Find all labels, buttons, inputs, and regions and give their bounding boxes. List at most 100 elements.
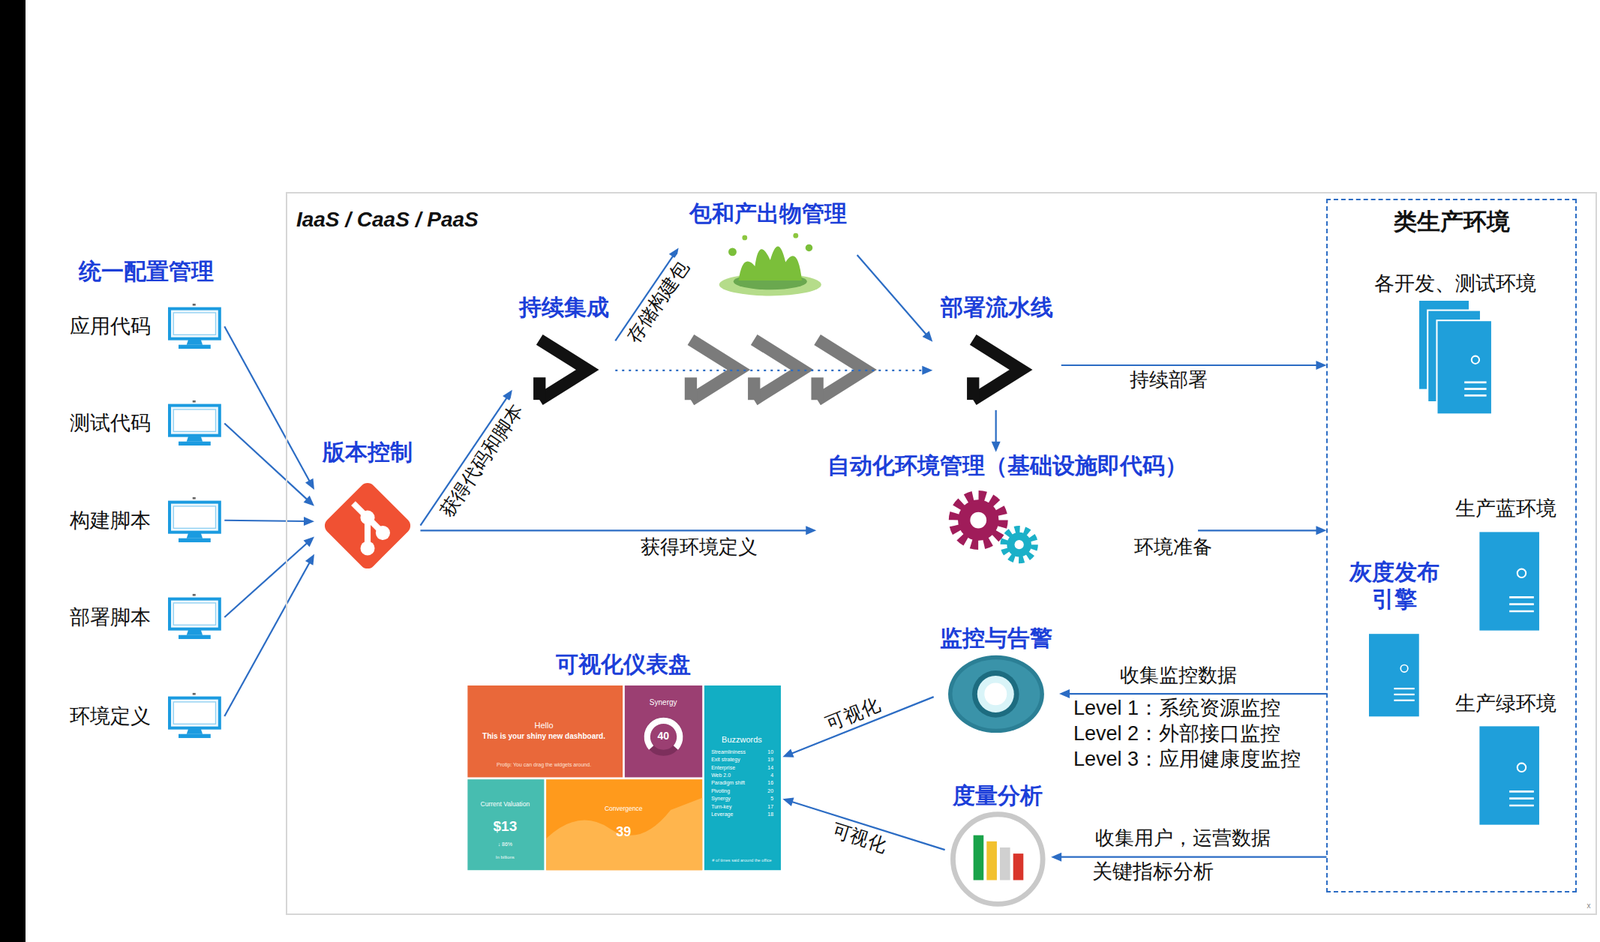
free-label: $13 (493, 818, 518, 835)
blue-env: 生产蓝环境 (1450, 496, 1561, 635)
metrics: 度量分析 (945, 782, 1051, 908)
node-label: 构建脚本 (69, 508, 151, 533)
free-label: 20 (767, 788, 774, 795)
connector-line (1061, 364, 1318, 367)
source-item: 构建脚本 (69, 495, 226, 545)
arrow-head (1315, 360, 1327, 370)
stack-icon (1418, 300, 1492, 415)
arrow-head (1315, 525, 1327, 535)
free-label: 16 (767, 780, 774, 787)
node-label: 度量分析 (952, 782, 1043, 810)
flow-connector (1059, 689, 1327, 699)
free-label: Pivoting (711, 788, 730, 795)
connector-line (224, 561, 310, 717)
free-label: Buzzwords (721, 735, 763, 745)
connector-line (1197, 529, 1318, 532)
node-label: 类生产环境 (1393, 207, 1510, 236)
edge-label: 获得代码和脚本 (434, 397, 529, 524)
pipe-icon (530, 331, 597, 409)
free-label: Level 3：应用健康度监控 (1073, 748, 1301, 772)
edge-label: 环境准备 (1131, 537, 1216, 560)
arrow-head (303, 537, 315, 548)
arrow-head (303, 516, 315, 526)
flow-connector (1061, 360, 1327, 370)
flow-connector (224, 554, 315, 717)
free-label: 19 (767, 756, 774, 763)
flow-connector (857, 255, 934, 343)
dash-icon (466, 685, 781, 871)
connector-line (995, 410, 997, 444)
artifact-store: 包和产出物管理 (678, 200, 858, 301)
node-label: 部署脚本 (69, 605, 151, 630)
splash-icon (714, 229, 827, 298)
pipeline-chevron (817, 339, 866, 400)
free-label: 4 (770, 772, 774, 779)
monitor-icon (166, 592, 223, 642)
version-control: 版本控制 (314, 438, 421, 579)
flow-connector (224, 423, 315, 507)
arrow-head (303, 495, 315, 507)
free-label: Current Valuation (480, 801, 531, 809)
connector-line (1059, 856, 1327, 859)
free-label: 17 (767, 804, 774, 811)
flow-connector (1050, 852, 1327, 862)
free-label: This is your shiny new dashboard. (482, 732, 606, 742)
connector-line (224, 423, 308, 501)
connector-line (224, 326, 310, 482)
edge-label: 收集监控数据 (1116, 664, 1240, 688)
group-heading: 统一配置管理 (78, 258, 214, 286)
edge-label: 存储构建包 (621, 254, 696, 349)
free-label: Convergence (604, 805, 643, 814)
free-label: In billions (495, 854, 515, 860)
free-label: Level 2：外部接口监控 (1073, 723, 1281, 747)
free-label: 14 (767, 764, 774, 771)
arrow-head (991, 441, 1001, 453)
free-label: 39 (615, 823, 631, 840)
arrow-head (1059, 689, 1070, 699)
node-label: 灰度发布 引擎 (1344, 558, 1444, 613)
connector-line (224, 543, 308, 618)
green-env: 生产绿环境 (1450, 691, 1561, 830)
server-icon (1367, 627, 1421, 724)
arrow-head (782, 798, 794, 807)
free-label: ↓ 86% (498, 841, 513, 848)
connector-line (857, 255, 928, 336)
gears-icon (943, 487, 1046, 567)
free-label: Paradigm shift (711, 780, 745, 787)
monitor-icon (166, 302, 223, 352)
edge-label: 获得环境定义 (637, 537, 761, 560)
free-label: Synergy (649, 699, 678, 709)
arrow-head (922, 330, 934, 342)
connector-line (420, 529, 808, 532)
arrow-head (1050, 852, 1062, 862)
node-label: 可视化仪表盘 (555, 651, 691, 679)
connector-line (224, 520, 306, 522)
free-label: Turn-key (711, 804, 732, 811)
monitor-icon (166, 495, 223, 545)
node-label: 生产绿环境 (1455, 691, 1557, 716)
git-icon (316, 474, 419, 577)
source-item: 测试代码 (69, 399, 226, 448)
connector-line (420, 397, 508, 526)
side-bar (0, 0, 26, 942)
flow-connector (615, 366, 933, 376)
edge-label: 收集用户，运营数据 (1092, 827, 1274, 850)
canary-engine: 灰度发布 引擎 (1341, 558, 1447, 724)
edge-label: 持续部署 (1126, 369, 1211, 392)
flow-connector (1197, 525, 1327, 535)
monitor-icon (166, 399, 223, 448)
flow-connector (991, 410, 1001, 453)
free-label: Leverage (711, 811, 733, 818)
environment-group: 类生产环境各开发、测试环境灰度发布 引擎生产蓝环境生产绿环境 (1326, 198, 1576, 893)
free-label: Web 2.0 (711, 772, 731, 779)
ci-stage: 持续集成 (512, 294, 616, 411)
arrow-head (921, 366, 933, 376)
free-label: # of times said around the office (711, 858, 772, 863)
free-label: 18 (767, 811, 774, 818)
server-icon (1477, 530, 1541, 633)
source-item: 环境定义 (69, 691, 226, 741)
free-label: Exit strategy (711, 756, 741, 763)
